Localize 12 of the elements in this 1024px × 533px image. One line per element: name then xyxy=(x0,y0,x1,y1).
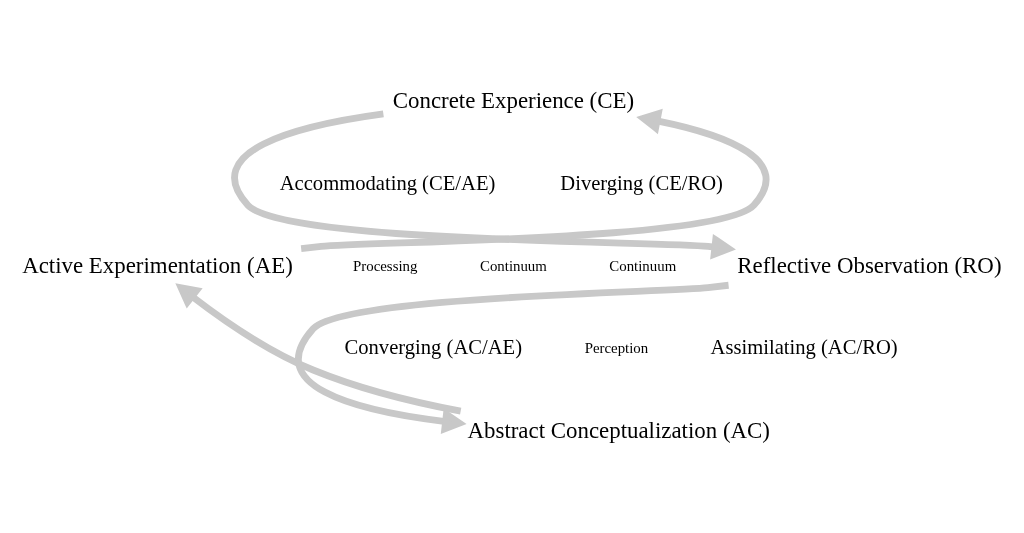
label: Perception xyxy=(584,339,649,356)
node-text: Assimilating (AC/RO) xyxy=(710,335,898,358)
node-text: Diverging (CE/RO) xyxy=(560,171,723,194)
node-text: Concrete Experience (CE) xyxy=(392,87,635,113)
label: Continuum xyxy=(479,257,547,274)
node-text: Converging (AC/AE) xyxy=(344,335,523,358)
node-text: Active Experimentation (AE) xyxy=(22,252,293,278)
node-text: Reflective Observation (RO) xyxy=(737,252,1002,278)
node-text: Abstract Conceptualization (AC) xyxy=(467,417,770,443)
label: Continuum xyxy=(609,257,677,274)
node-text: Accommodating (CE/AE) xyxy=(279,171,496,194)
label: Processing xyxy=(353,257,418,274)
